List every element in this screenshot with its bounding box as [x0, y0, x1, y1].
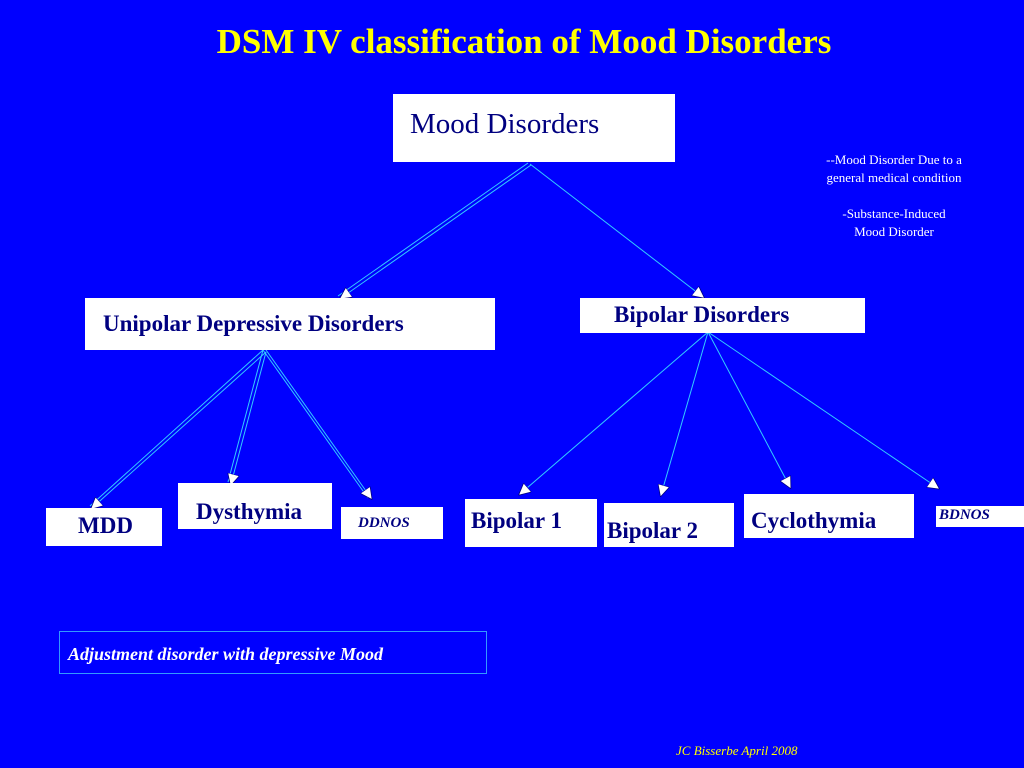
connector-unipolar-ddnos-2: [265, 349, 371, 498]
node-unipolar-label: Unipolar Depressive Disorders: [103, 311, 404, 336]
connector-root-unipolar: [337, 162, 529, 297]
connector-bipolar-cyclothymia: [707, 331, 790, 487]
node-ddnos: DDNOS: [341, 507, 443, 539]
side-note-line-1: --Mood Disorder Due to a: [826, 152, 962, 167]
node-bipolar-2: Bipolar 2: [604, 503, 734, 547]
node-bipolar-1: Bipolar 1: [465, 499, 597, 547]
side-note-line-3: -Substance-Induced: [842, 206, 946, 221]
adjustment-disorder-box: Adjustment disorder with depressive Mood: [59, 631, 487, 674]
node-bipolar-1-label: Bipolar 1: [471, 508, 562, 533]
node-mood-disorders: Mood Disorders: [393, 94, 675, 162]
node-dysthymia: Dysthymia: [178, 483, 332, 529]
node-mdd: MDD: [46, 508, 162, 546]
node-unipolar: Unipolar Depressive Disorders: [85, 298, 495, 350]
node-bipolar: Bipolar Disorders: [580, 298, 865, 333]
node-cyclothymia-label: Cyclothymia: [751, 508, 877, 533]
connector-bipolar-bdnos: [707, 331, 938, 488]
side-note-line-4: Mood Disorder: [854, 224, 934, 239]
side-note-line-2: general medical condition: [826, 170, 962, 185]
node-bipolar-2-label: Bipolar 2: [607, 518, 698, 543]
connector-root-unipolar-2: [341, 164, 532, 298]
slide-title: DSM IV classification of Mood Disorders: [216, 22, 832, 61]
node-cyclothymia: Cyclothymia: [744, 494, 914, 538]
node-bdnos-label: BDNOS: [939, 507, 990, 523]
connector-unipolar-ddnos: [262, 349, 369, 499]
node-dysthymia-label: Dysthymia: [196, 499, 303, 524]
node-bipolar-label: Bipolar Disorders: [614, 302, 790, 327]
side-note: --Mood Disorder Due to a general medical…: [796, 151, 992, 241]
connector-unipolar-mdd: [89, 349, 264, 507]
connector-unipolar-mdd-2: [92, 351, 267, 508]
connector-root-bipolar: [529, 163, 703, 297]
connector-unipolar-dysthymia: [227, 349, 264, 483]
connector-bipolar-b2: [661, 331, 709, 495]
node-bdnos: BDNOS: [936, 506, 1024, 527]
node-ddnos-label: DDNOS: [358, 515, 410, 531]
node-mdd-label: MDD: [78, 513, 133, 538]
node-mood-disorders-label: Mood Disorders: [410, 108, 600, 140]
adjustment-disorder-label: Adjustment disorder with depressive Mood: [68, 644, 384, 664]
connector-bipolar-b1: [520, 331, 709, 494]
connector-unipolar-dysthymia-2: [231, 351, 267, 484]
footer-credit: JC Bisserbe April 2008: [676, 743, 798, 758]
